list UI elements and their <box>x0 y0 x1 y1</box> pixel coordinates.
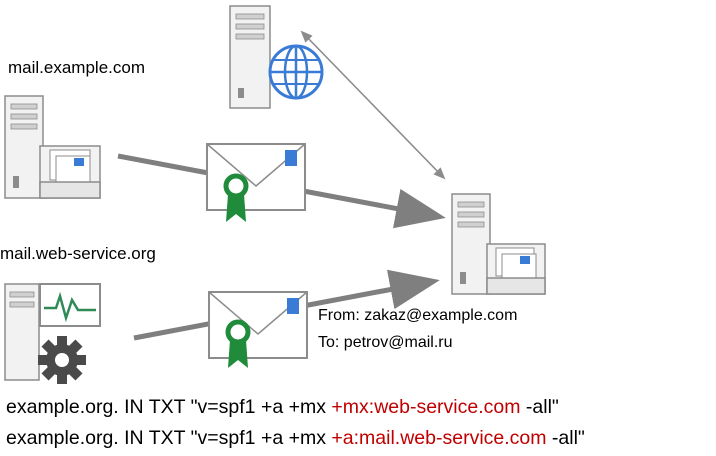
receiving-mail-server-icon <box>451 193 546 295</box>
mail-server-icon <box>4 95 101 199</box>
web-service-label: mail.web-service.org <box>0 244 156 263</box>
spf-record-mechanism: +mx:web-service.com <box>331 396 521 418</box>
monitoring-server-gear-icon <box>4 283 101 384</box>
certified-envelope-icon <box>208 291 308 368</box>
mail-example-label: mail.example.com <box>8 58 145 77</box>
from-label: From: zakaz@example.com <box>318 307 518 324</box>
spf-record-mechanism: +a:mail.web-service.com <box>331 427 547 449</box>
spf-record-suffix: -all" <box>520 396 559 418</box>
spf-record: example.org. IN TXT "v=spf1 +a +mx +a:ma… <box>6 427 585 450</box>
dns-server-globe-icon <box>229 5 324 109</box>
dns-query-arrow <box>300 30 446 180</box>
spf-record-prefix: example.org. IN TXT "v=spf1 +a +mx <box>6 427 332 449</box>
spf-record-prefix: example.org. IN TXT "v=spf1 +a +mx <box>6 396 332 418</box>
spf-record: example.org. IN TXT "v=spf1 +a +mx +mx:w… <box>6 396 559 419</box>
spf-record-suffix: -all" <box>546 427 585 449</box>
to-label: To: petrov@mail.ru <box>318 334 453 351</box>
certified-envelope-icon <box>206 143 306 222</box>
